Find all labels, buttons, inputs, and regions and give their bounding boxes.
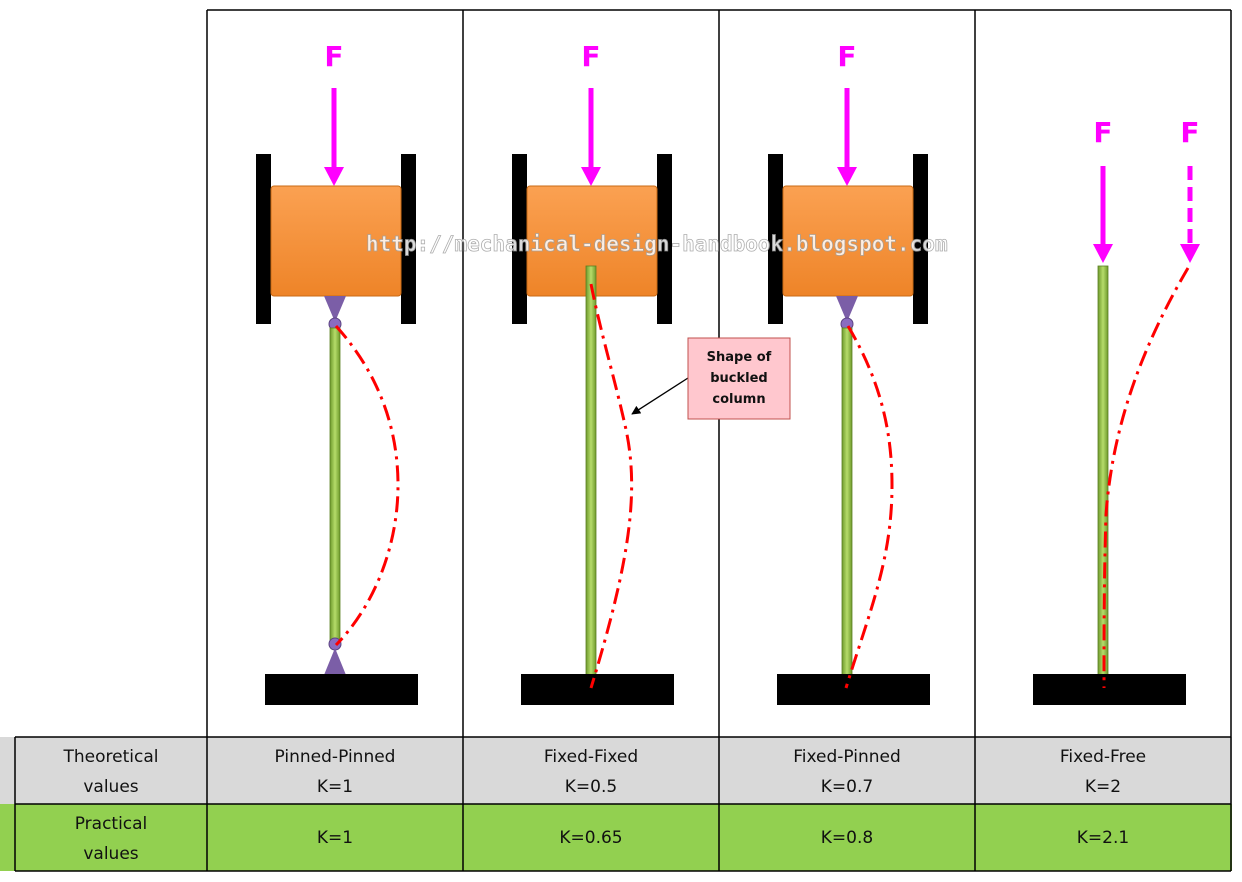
theoretical-k-value: K=0.5 <box>565 777 617 797</box>
practical-k-value: K=2.1 <box>1077 828 1129 848</box>
force-arrow-head-displaced <box>1180 244 1200 263</box>
table-grid <box>14 9 1232 872</box>
end-condition-label: Fixed-Pinned <box>793 747 901 767</box>
case-fixed-free: F F <box>1033 116 1200 705</box>
callout-pointer <box>631 377 689 415</box>
callout-line-1: Shape of <box>707 350 772 365</box>
buckled-shape-callout: Shape of buckled column <box>631 337 791 420</box>
practical-header-line-2: values <box>83 844 138 864</box>
force-arrow-head <box>581 167 601 186</box>
practical-row-bg <box>0 804 1232 871</box>
practical-k-value: K=0.8 <box>821 828 873 848</box>
practical-header-line-1: Practical <box>75 814 148 834</box>
case-fixed-pinned: F <box>768 40 930 705</box>
practical-k-value: K=0.65 <box>559 828 622 848</box>
callout-box <box>687 337 791 420</box>
buckled-shape-curve <box>334 324 400 647</box>
force-label: F <box>324 40 343 73</box>
theoretical-k-value: K=1 <box>317 777 353 797</box>
buckled-shape-curve <box>1102 267 1190 689</box>
theoretical-row-bg <box>0 737 1232 804</box>
theoretical-k-value: K=2 <box>1085 777 1121 797</box>
case-pinned-pinned: F <box>256 40 418 705</box>
ground-base <box>777 674 930 705</box>
pin-support-top <box>836 296 858 322</box>
callout-line-3: column <box>712 392 765 407</box>
buckled-shape-curve <box>844 325 894 689</box>
ground-base <box>265 674 418 705</box>
guide-wall-right <box>657 154 672 324</box>
column-rod <box>329 327 341 645</box>
watermark-url: http://mechanical-design-handbook.blogsp… <box>366 232 948 256</box>
case-fixed-fixed: F <box>512 40 674 705</box>
force-label: F <box>581 40 600 73</box>
practical-k-value: K=1 <box>317 828 353 848</box>
column-rod <box>585 265 597 691</box>
column-rod <box>841 327 853 691</box>
callout-line-2: buckled <box>710 371 768 386</box>
end-condition-label: Pinned-Pinned <box>275 747 396 767</box>
ground-base <box>521 674 674 705</box>
guide-wall-left <box>768 154 783 324</box>
force-label: F <box>1093 116 1112 149</box>
guide-wall-left <box>512 154 527 324</box>
ground-base <box>1033 674 1186 705</box>
force-arrow-head <box>324 167 344 186</box>
force-arrow-head <box>1093 244 1113 263</box>
guide-wall-right <box>401 154 416 324</box>
end-condition-label: Fixed-Fixed <box>544 747 638 767</box>
force-label-displaced: F <box>1180 116 1199 149</box>
theoretical-header-line-2: values <box>83 777 138 797</box>
force-arrow-head <box>837 167 857 186</box>
pin-support-top <box>324 296 346 322</box>
guide-wall-right <box>913 154 928 324</box>
theoretical-header-line-1: Theoretical <box>63 747 159 767</box>
pin-support-bottom <box>324 648 346 675</box>
guide-wall-left <box>256 154 271 324</box>
theoretical-k-value: K=0.7 <box>821 777 873 797</box>
table-text: Theoretical values Practical values Pinn… <box>63 747 1147 864</box>
buckled-shape-curve <box>589 283 634 689</box>
end-condition-label: Fixed-Free <box>1060 747 1146 767</box>
force-label: F <box>837 40 856 73</box>
